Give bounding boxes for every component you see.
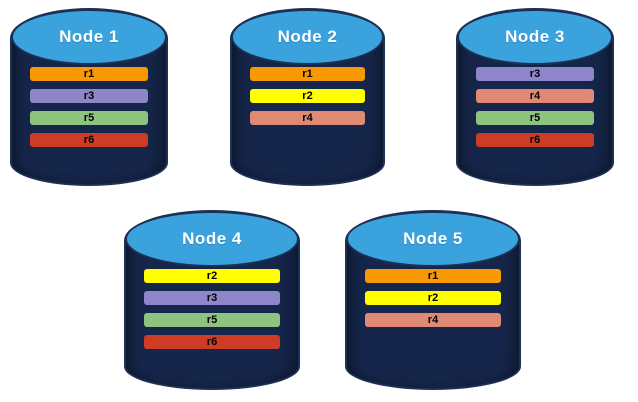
shard-bar[interactable]: r1	[250, 67, 365, 81]
node-title-1: Node 1	[59, 27, 119, 46]
shard-list-3: r3 r4 r5 r6	[456, 67, 614, 147]
shard-label: r5	[529, 111, 541, 124]
shard-bar[interactable]: r5	[144, 313, 280, 327]
shard-bar[interactable]: r3	[30, 89, 148, 103]
shard-bar[interactable]: r5	[476, 111, 594, 125]
shard-bar[interactable]: r2	[365, 291, 501, 305]
node-cylinder-3[interactable]: Node 3 r3 r4 r5 r6	[456, 8, 614, 186]
node-top-ellipse-1: Node 1	[11, 9, 167, 65]
shard-bar[interactable]: r1	[30, 67, 148, 81]
shard-list-4: r2 r3 r5 r6	[124, 269, 300, 349]
shard-label: r6	[206, 335, 218, 348]
shard-bar[interactable]: r6	[30, 133, 148, 147]
shard-list-2: r1 r2 r4	[230, 67, 385, 125]
shard-label: r2	[206, 269, 218, 282]
shard-bar[interactable]: r1	[365, 269, 501, 283]
shard-label: r4	[529, 89, 541, 102]
node-top-ellipse-4: Node 4	[125, 211, 299, 267]
shard-list-1: r1 r3 r5 r6	[10, 67, 168, 147]
shard-bar[interactable]: r5	[30, 111, 148, 125]
shard-bar[interactable]: r2	[250, 89, 365, 103]
node-top-ellipse-5: Node 5	[346, 211, 520, 267]
node-cylinder-5[interactable]: Node 5 r1 r2 r4	[345, 210, 521, 390]
shard-label: r1	[427, 269, 439, 282]
node-top-ellipse-3: Node 3	[457, 9, 613, 65]
node-top-ellipse-2: Node 2	[231, 9, 384, 65]
shard-bar[interactable]: r3	[144, 291, 280, 305]
node-title-2: Node 2	[277, 27, 338, 46]
shard-bar[interactable]: r6	[144, 335, 280, 349]
shard-label: r4	[427, 313, 439, 326]
node-title-4: Node 4	[182, 229, 242, 248]
node-title-3: Node 3	[505, 27, 565, 46]
shard-bar[interactable]: r3	[476, 67, 594, 81]
shard-label: r2	[427, 291, 439, 304]
node-cylinder-4[interactable]: Node 4 r2 r3 r5 r6	[124, 210, 300, 390]
shard-label: r6	[83, 133, 95, 146]
shard-bar[interactable]: r4	[476, 89, 594, 103]
shard-label: r5	[83, 111, 95, 124]
shard-label: r5	[206, 313, 218, 326]
node-title-5: Node 5	[403, 229, 463, 248]
shard-label: r2	[302, 89, 313, 102]
shard-label: r6	[529, 133, 541, 146]
shard-bar[interactable]: r2	[144, 269, 280, 283]
shard-bar[interactable]: r4	[250, 111, 365, 125]
shard-bar[interactable]: r4	[365, 313, 501, 327]
shard-label: r1	[83, 67, 95, 80]
node-cylinder-2[interactable]: Node 2 r1 r2 r4	[230, 8, 385, 186]
shard-label: r3	[83, 89, 95, 102]
node-cylinder-1[interactable]: Node 1 r1 r3 r5 r6	[10, 8, 168, 186]
shard-bar[interactable]: r6	[476, 133, 594, 147]
shard-label: r1	[302, 67, 313, 80]
shard-label: r3	[529, 67, 541, 80]
shard-label: r3	[206, 291, 218, 304]
shard-label: r4	[302, 111, 313, 124]
shard-list-5: r1 r2 r4	[345, 269, 521, 327]
